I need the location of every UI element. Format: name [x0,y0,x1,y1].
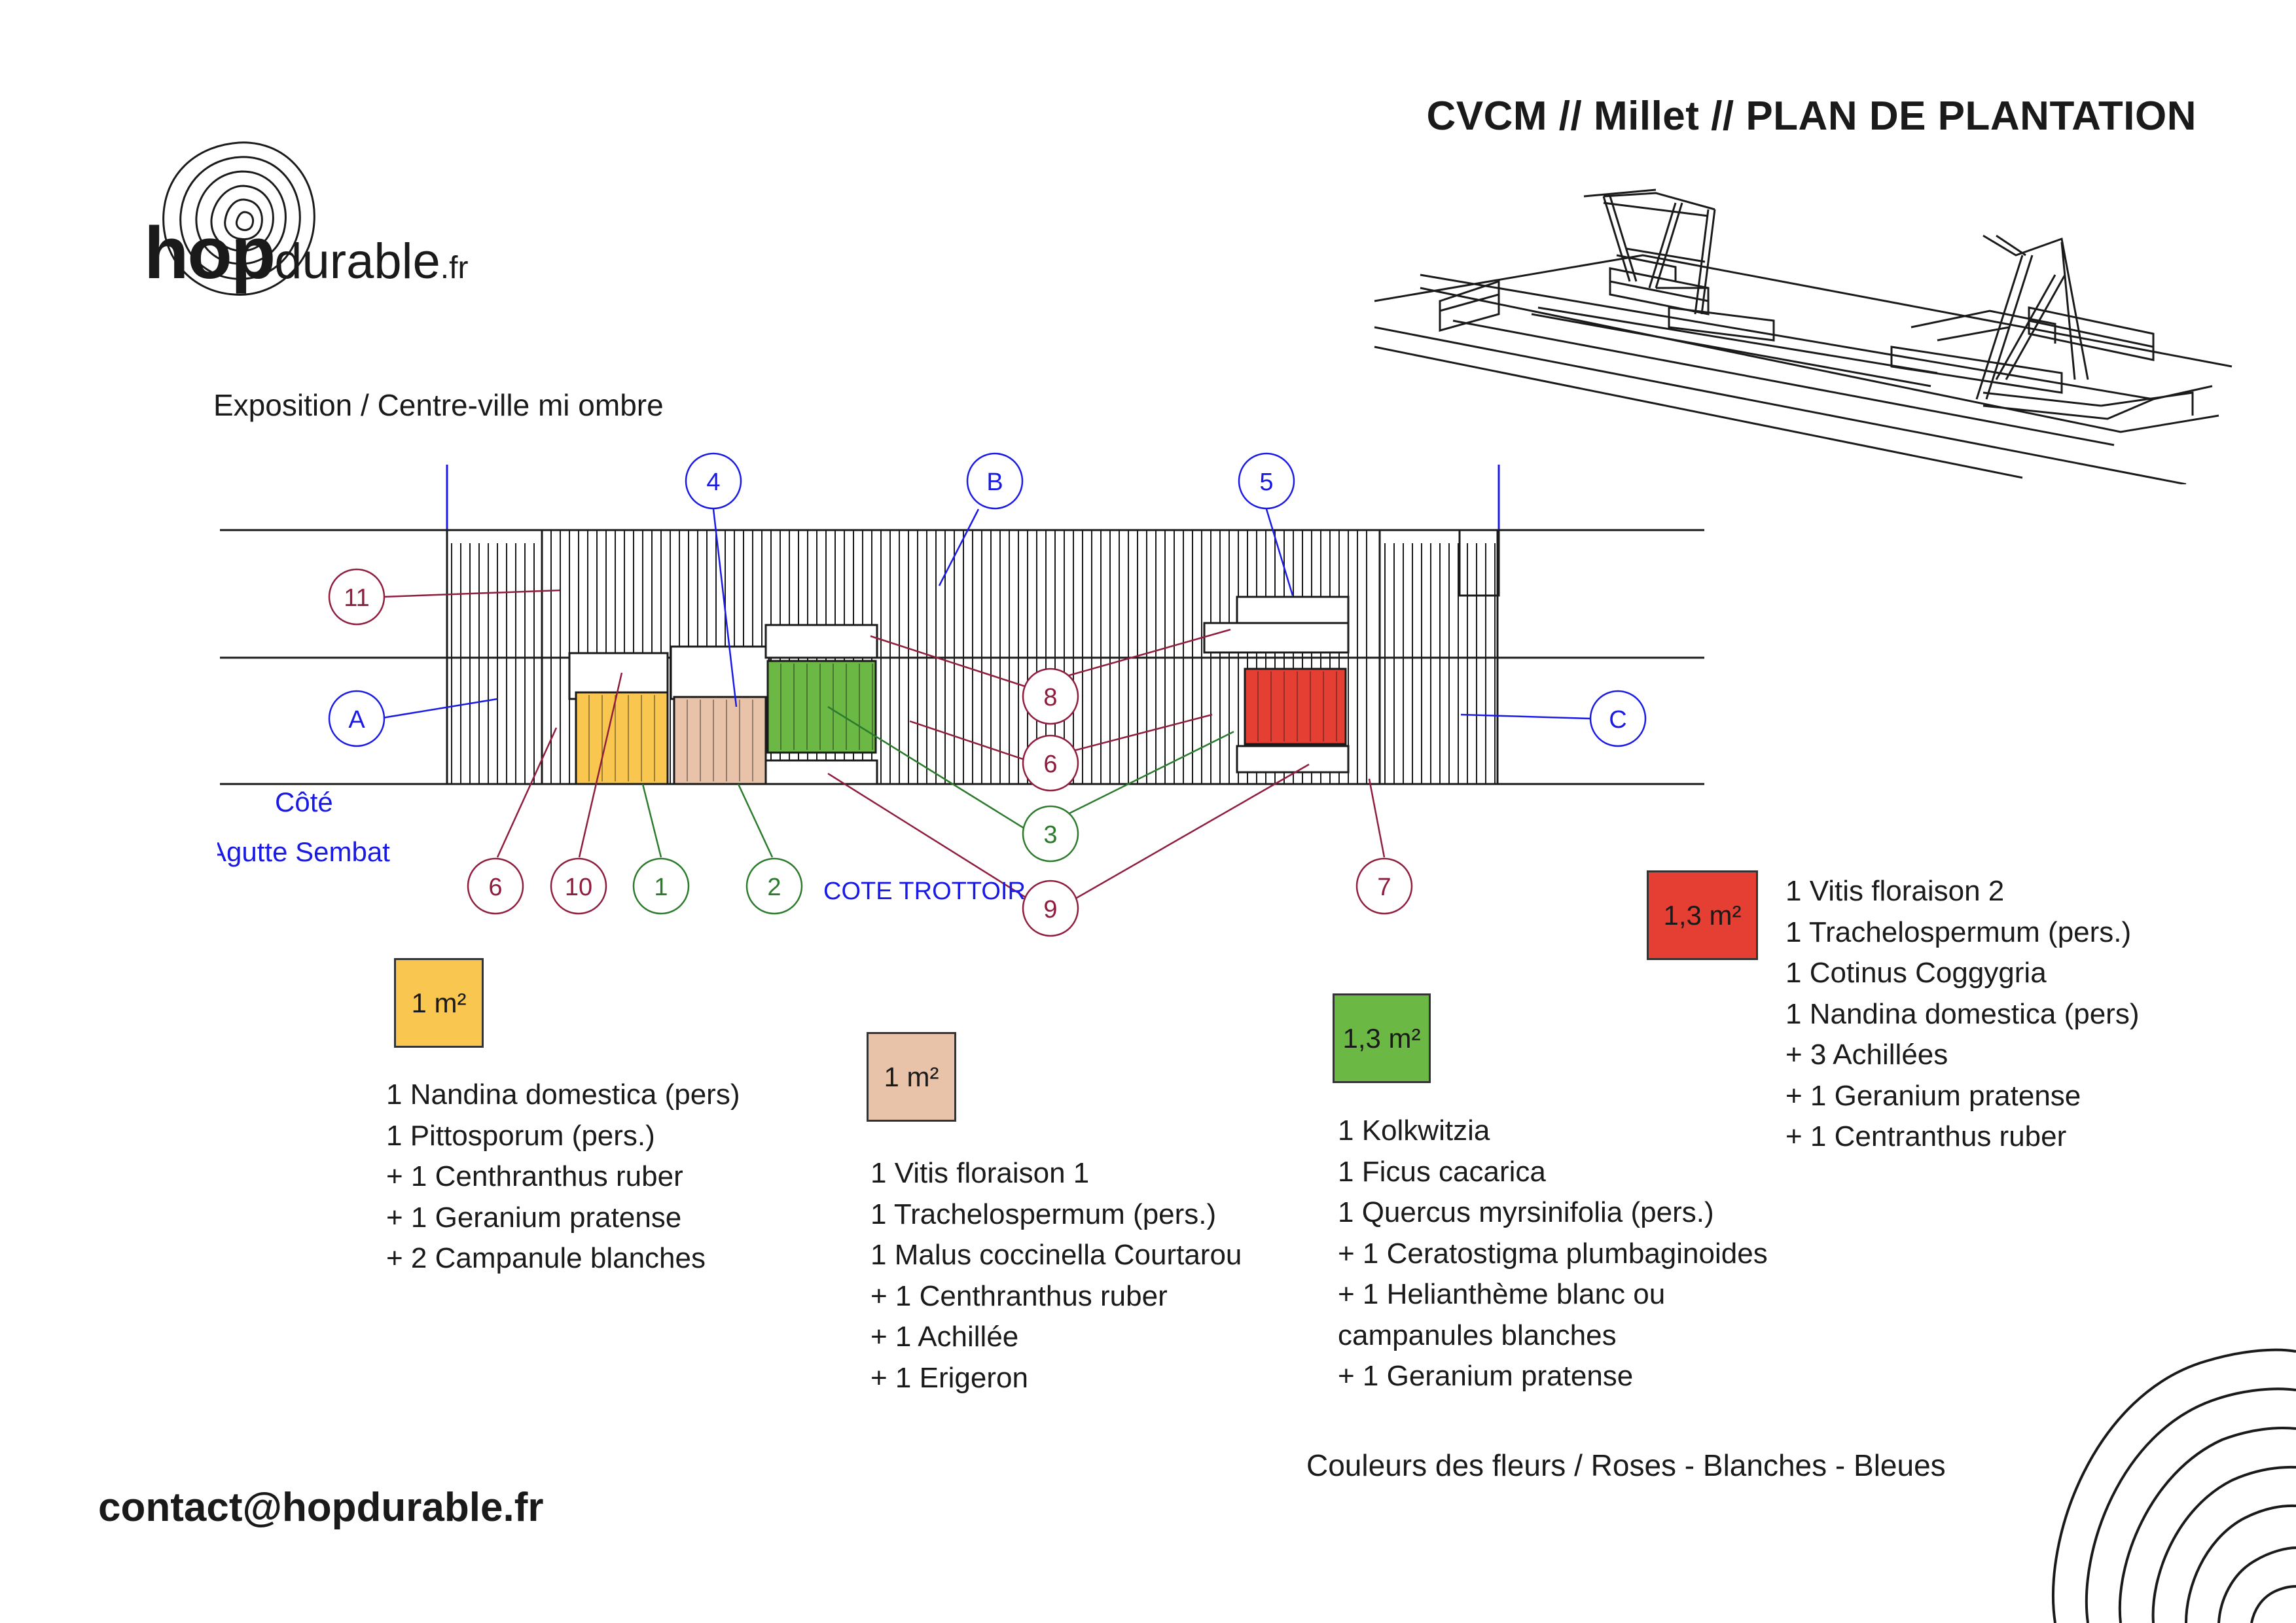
planter-yellow [575,691,669,785]
plant-item: + 1 Achillée [870,1321,1019,1353]
callout-6-right: 6 [1022,734,1079,792]
plant-item: + 1 Centranthus ruber [1785,1120,2067,1152]
legend-swatch-beige: 1 m² [867,1032,956,1122]
callout-11: 11 [328,568,386,626]
plant-item: + 1 Helianthème blanc ou [1338,1278,1666,1310]
callout-6a-label: 6 [488,874,502,901]
legend-swatch-yellow: 1 m² [394,958,484,1048]
exposition-label: Exposition / Centre-ville mi ombre [213,388,664,422]
callout-5-label: 5 [1259,469,1273,496]
callout-1-label: 1 [654,874,668,901]
logo-light: durable [274,234,440,289]
callout-3-label: 3 [1043,821,1057,849]
logo-bold: hop [144,212,276,294]
plant-item: 1 Quercus myrsinifolia (pers.) [1338,1196,1714,1228]
logo-tld: .fr [440,251,469,285]
legend-area-yellow: 1 m² [411,987,467,1018]
logo-rings-icon [162,141,315,296]
callout-9-label: 9 [1043,896,1057,923]
plant-item: 1 Ficus cacarica [1338,1155,1546,1188]
plant-list-yellow: 1 Nandina domestica (pers) 1 Pittosporum … [386,1075,740,1279]
callout-7: 7 [1355,857,1413,915]
plant-item: + 1 Ceratostigma plumbaginoides [1338,1237,1768,1270]
plant-item: + 1 Geranium pratense [386,1201,682,1234]
corner-rings-icon [2052,1348,2296,1623]
plant-item: 1 Trachelospermum (pers.) [1785,916,2132,948]
callout-9: 9 [1022,880,1079,937]
callout-7-label: 7 [1377,874,1391,901]
callout-2-label: 2 [767,874,781,901]
callout-3: 3 [1022,805,1079,863]
contact-email-link[interactable]: contact@hopdurable.fr [98,1485,544,1530]
callout-5: 5 [1238,452,1295,510]
planter-green [766,660,877,754]
planter-red [1244,668,1347,745]
plant-item: 1 Pittosporum (pers.) [386,1119,655,1152]
callout-2: 2 [745,857,803,915]
plant-item: + 1 Erigeron [870,1361,1028,1394]
perspective-sketch [1374,188,2233,484]
callout-C: C [1589,690,1647,747]
callout-4-label: 4 [706,469,720,496]
plant-item: 1 Vitis floraison 1 [870,1157,1090,1189]
plant-item: + 1 Centhranthus ruber [870,1279,1168,1312]
plant-item: 1 Cotinus Coggygria [1785,957,2047,989]
callout-6b-label: 6 [1043,751,1057,778]
callout-c-label: C [1609,706,1626,734]
logo[interactable]: hopdurable.fr [144,211,468,295]
page-title: CVCM // Millet // PLAN DE PLANTATION [1426,94,2197,139]
plant-item: campanules blanches [1338,1319,1617,1351]
callout-b-label: B [986,469,1003,496]
callout-11-label: 11 [344,584,369,612]
site-plan: 4 B 5 A C 11 8 6 6 10 9 7 1 2 3 Côté Agu… [196,452,1704,937]
plant-item: 1 Trachelospermum (pers.) [870,1198,1217,1230]
plant-item: + 2 Campanule blanches [386,1242,706,1274]
legend-area-green: 1,3 m² [1342,1022,1421,1054]
callout-10-label: 10 [565,874,592,901]
plant-item: 1 Nandina domestica (pers) [386,1079,740,1111]
plant-list-beige: 1 Vitis floraison 1 1 Trachelospermum (pe… [870,1153,1242,1399]
legend-swatch-red: 1,3 m² [1647,870,1758,960]
callout-8-label: 8 [1043,684,1057,711]
plant-item: + 1 Geranium pratense [1338,1360,1634,1392]
legend-swatch-green: 1,3 m² [1333,993,1431,1083]
plant-item: + 1 Centhranthus ruber [386,1160,683,1192]
plant-item: 1 Malus coccinella Courtarou [870,1239,1242,1271]
plant-item: 1 Nandina domestica (pers) [1785,997,2140,1030]
legend-area-beige: 1 m² [884,1061,939,1092]
flower-colors-note: Couleurs des fleurs / Roses - Blanches -… [1306,1448,1946,1482]
callout-B: B [966,452,1024,510]
callout-a-label: A [348,706,365,734]
plant-item: + 3 Achillées [1785,1039,1948,1071]
plant-item: 1 Kolkwitzia [1338,1115,1490,1147]
callout-1: 1 [632,857,690,915]
side-label-1: Côté [275,787,333,817]
callout-8: 8 [1022,668,1079,725]
plant-item: 1 Vitis floraison 2 [1785,875,2005,907]
callout-A: A [328,690,386,747]
callout-4: 4 [685,452,742,510]
sidewalk-label: COTE TROTTOIR [823,878,1026,905]
plant-item: + 1 Geranium pratense [1785,1079,2081,1112]
plant-list-red: 1 Vitis floraison 2 1 Trachelospermum (pe… [1785,871,2139,1158]
callout-6-left: 6 [467,857,524,915]
callout-10: 10 [550,857,607,915]
planter-beige [673,696,767,785]
plant-list-green: 1 Kolkwitzia 1 Ficus cacarica 1 Quercus my… [1338,1111,1768,1397]
legend-area-red: 1,3 m² [1663,899,1742,931]
side-label-2: Agutte Sembat [208,836,390,867]
